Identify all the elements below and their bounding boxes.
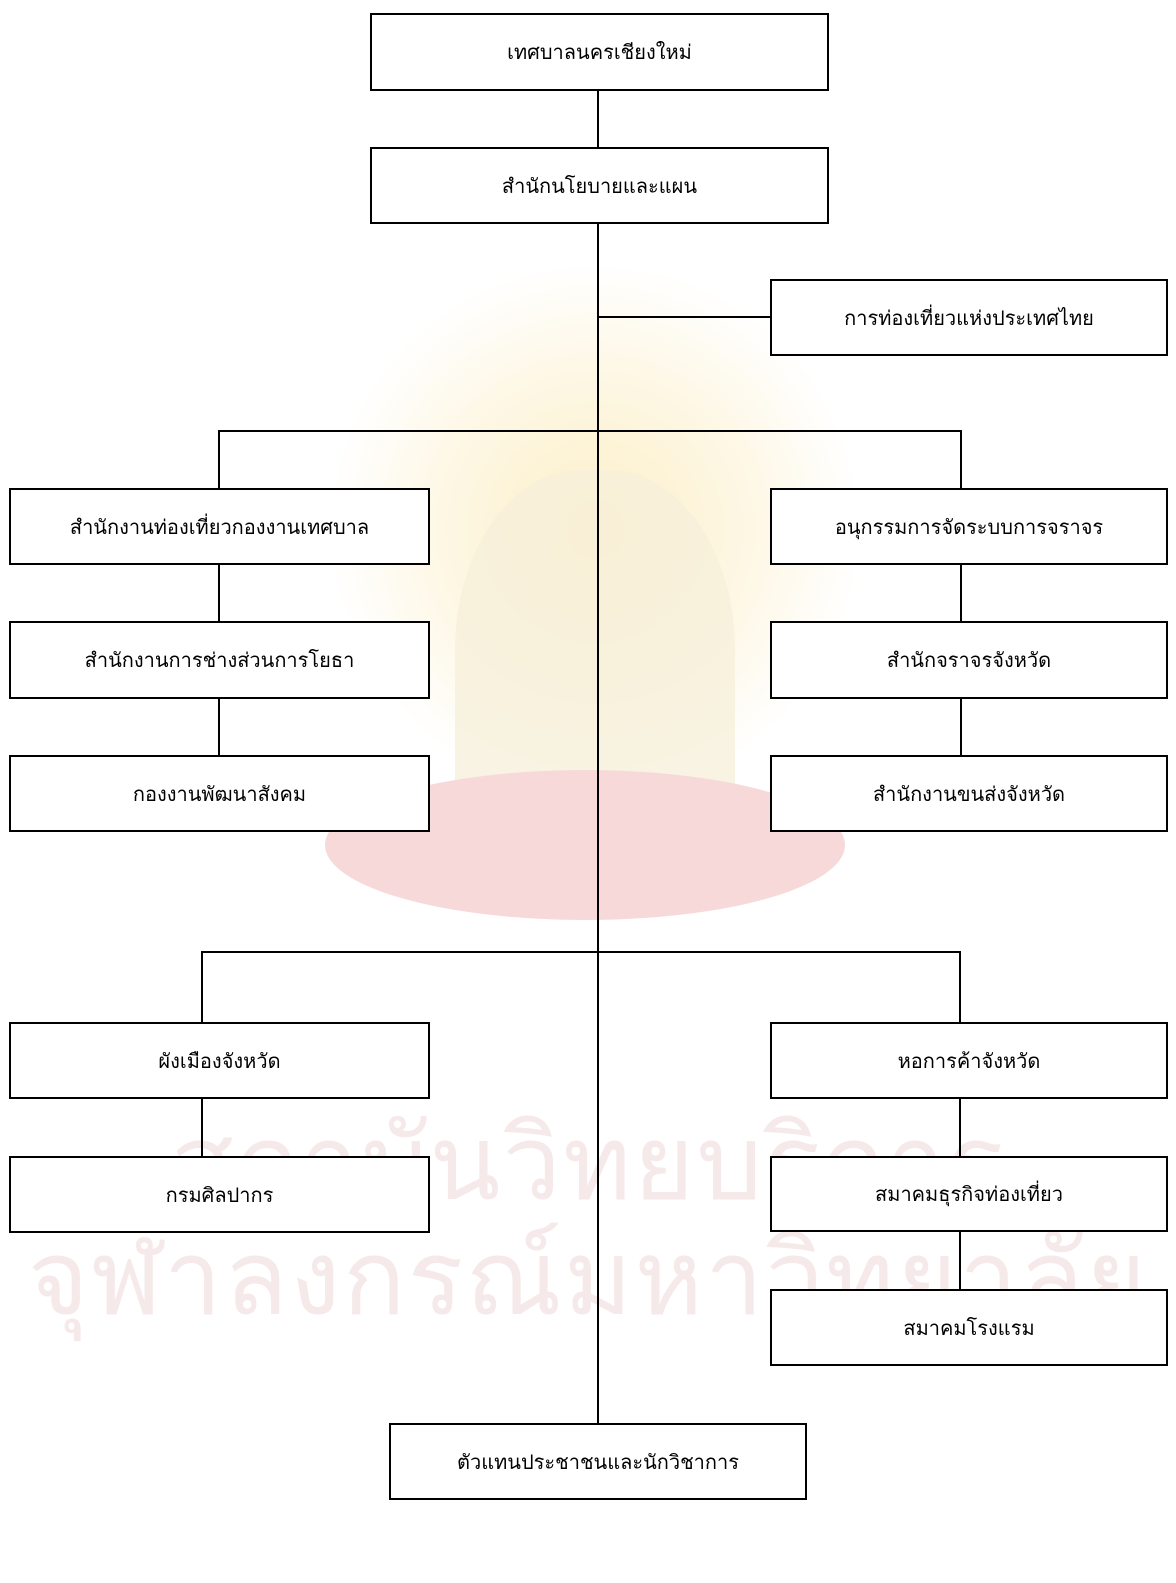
node-public-works-office: สำนักงานการช่างส่วนการโยธา [9,621,430,699]
connector [201,951,203,1024]
node-provincial-chamber-of-commerce: หอการค้าจังหวัด [770,1022,1168,1099]
node-policy-and-planning-office: สำนักนโยบายและแผน [370,147,829,224]
connector [960,697,962,756]
connector [218,563,220,622]
node-chiang-mai-municipality: เทศบาลนครเชียงใหม่ [370,13,829,91]
connector [597,316,770,318]
node-provincial-transport-office: สำนักงานขนส่งจังหวัด [770,755,1168,832]
node-provincial-traffic-office: สำนักจราจรจังหวัด [770,621,1168,699]
node-traffic-subcommittee: อนุกรรมการจัดระบบการจราจร [770,488,1168,565]
main-trunk [597,222,599,1424]
node-tourism-business-association: สมาคมธุรกิจท่องเที่ยว [770,1156,1168,1232]
connector [218,697,220,756]
node-fine-arts-department: กรมศิลปากร [9,1156,430,1233]
connector [960,563,962,622]
node-public-and-academic-representatives: ตัวแทนประชาชนและนักวิชาการ [389,1423,807,1500]
connector [597,89,599,149]
connector [959,1230,961,1290]
connector [959,1097,961,1157]
node-provincial-town-planning: ผังเมืองจังหวัด [9,1022,430,1099]
node-municipal-tourism-office: สำนักงานท่องเที่ยวกองงานเทศบาล [9,488,430,565]
connector [959,951,961,1024]
node-hotel-association: สมาคมโรงแรม [770,1289,1168,1366]
connector [960,430,962,489]
connector [201,951,961,953]
node-tourism-authority-of-thailand: การท่องเที่ยวแห่งประเทศไทย [770,279,1168,356]
node-social-development-division: กองงานพัฒนาสังคม [9,755,430,832]
connector [218,430,220,489]
connector [201,1097,203,1157]
connector [218,430,962,432]
